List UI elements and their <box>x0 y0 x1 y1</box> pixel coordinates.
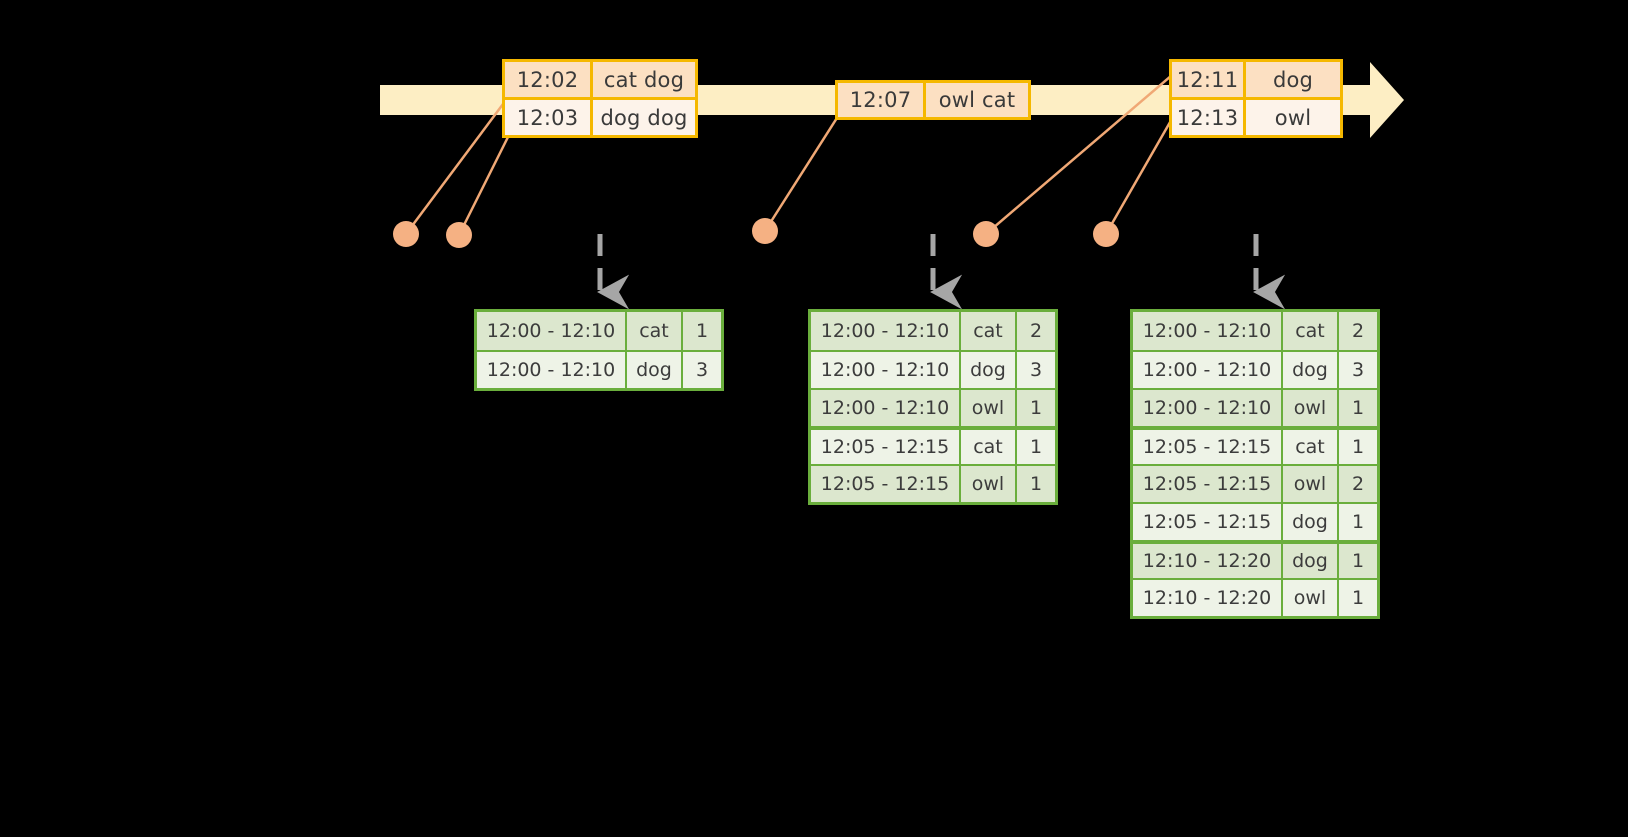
key-cell: dog <box>625 352 681 388</box>
window-cell: 12:00 - 12:10 <box>486 320 616 342</box>
key-cell: owl <box>959 390 1015 426</box>
key-cell: dog <box>1281 504 1337 540</box>
key-cell: cat <box>625 312 681 350</box>
event-payload: owl cat <box>923 83 1028 117</box>
connector-line-5 <box>1104 109 1179 235</box>
connector-dot-4 <box>973 221 999 247</box>
down-arrows <box>597 234 1286 310</box>
connector-line-1 <box>404 91 514 235</box>
event-time: 12:11 <box>1176 67 1239 92</box>
key-cell: cat <box>1281 430 1337 464</box>
key-cell: owl <box>1281 466 1337 502</box>
event-row: 12:02 cat dog <box>505 62 695 97</box>
count-cell: 1 <box>1337 504 1377 540</box>
count-cell: 1 <box>1337 544 1377 578</box>
count-cell: 2 <box>1015 312 1055 350</box>
connector-dot-2 <box>446 222 472 248</box>
event-box-2: 12:07 owl cat <box>835 80 1031 120</box>
key-cell: cat <box>959 312 1015 350</box>
window-cell: 12:00 - 12:10 <box>486 359 616 381</box>
count-cell: 2 <box>1337 312 1377 350</box>
count-cell: 1 <box>1015 390 1055 426</box>
window-cell: 12:00 - 12:10 <box>1142 359 1272 381</box>
window-cell: 12:05 - 12:15 <box>1142 473 1272 495</box>
window-cell: 12:00 - 12:10 <box>820 359 950 381</box>
count-cell: 1 <box>1015 466 1055 502</box>
count-cell: 2 <box>1337 466 1377 502</box>
window-cell: 12:05 - 12:15 <box>820 473 950 495</box>
window-cell: 12:10 - 12:20 <box>1142 587 1272 609</box>
key-cell: owl <box>959 466 1015 502</box>
event-box-1: 12:02 cat dog 12:03 dog dog <box>502 59 698 138</box>
count-cell: 3 <box>1337 352 1377 388</box>
count-cell: 1 <box>1015 430 1055 464</box>
event-time: 12:13 <box>1176 105 1239 130</box>
count-cell: 1 <box>1337 580 1377 616</box>
event-payload: dog <box>1243 62 1340 97</box>
window-cell: 12:05 - 12:15 <box>1142 511 1272 533</box>
connector-dot-5 <box>1093 221 1119 247</box>
event-row: 12:11 dog <box>1172 62 1340 97</box>
count-cell: 3 <box>1015 352 1055 388</box>
event-payload: cat dog <box>590 62 695 97</box>
window-cell: 12:10 - 12:20 <box>1142 550 1272 572</box>
connector-dot-3 <box>752 218 778 244</box>
key-cell: owl <box>1281 390 1337 426</box>
key-cell: dog <box>1281 544 1337 578</box>
window-cell: 12:05 - 12:15 <box>820 436 950 458</box>
event-time: 12:02 <box>516 67 579 92</box>
connector-line-2 <box>457 128 514 236</box>
window-cell: 12:00 - 12:10 <box>820 320 950 342</box>
connector-dot-1 <box>393 221 419 247</box>
key-cell: cat <box>959 430 1015 464</box>
event-time: 12:07 <box>849 88 912 112</box>
event-payload: dog dog <box>590 100 695 135</box>
window-cell: 12:00 - 12:10 <box>820 397 950 419</box>
key-cell: dog <box>959 352 1015 388</box>
event-box-3: 12:11 dog 12:13 owl <box>1169 59 1343 138</box>
key-cell: owl <box>1281 580 1337 616</box>
event-row: 12:03 dog dog <box>505 97 695 135</box>
event-time: 12:03 <box>516 105 579 130</box>
count-cell: 1 <box>681 312 721 350</box>
connector-lines <box>404 69 1179 236</box>
event-payload: owl <box>1243 100 1340 135</box>
key-cell: dog <box>1281 352 1337 388</box>
event-row: 12:07 owl cat <box>838 83 1028 117</box>
count-cell: 1 <box>1337 390 1377 426</box>
connector-line-4 <box>985 69 1179 235</box>
window-cell: 12:00 - 12:10 <box>1142 397 1272 419</box>
count-cell: 3 <box>681 352 721 388</box>
window-cell: 12:00 - 12:10 <box>1142 320 1272 342</box>
connector-line-3 <box>763 109 844 232</box>
connector-dots <box>393 218 1119 248</box>
event-row: 12:13 owl <box>1172 97 1340 135</box>
key-cell: cat <box>1281 312 1337 350</box>
count-cell: 1 <box>1337 430 1377 464</box>
window-cell: 12:05 - 12:15 <box>1142 436 1272 458</box>
